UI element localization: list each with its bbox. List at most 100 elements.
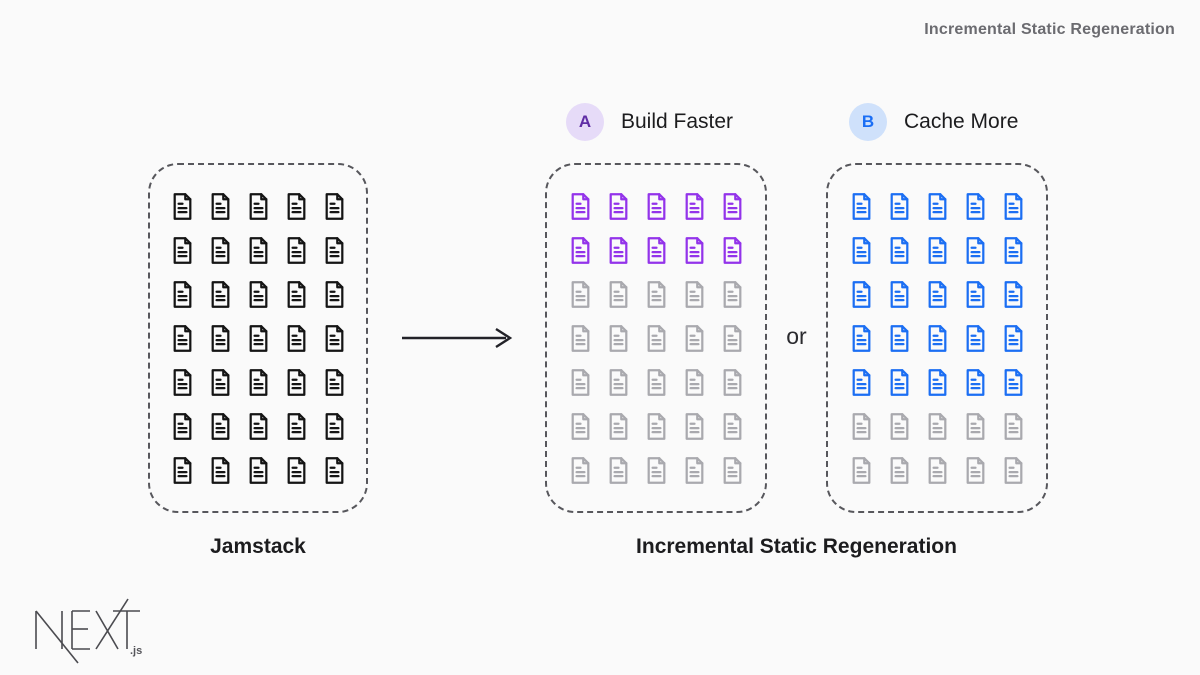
document-icon [283,280,310,309]
nextjs-logo: .js [28,586,146,666]
jamstack-box [148,163,368,513]
jamstack-document-grid [150,165,366,511]
document-icon [886,456,913,485]
document-icon [681,412,708,441]
document-icon [962,236,989,265]
document-icon [567,192,594,221]
document-icon [719,368,746,397]
document-icon [321,280,348,309]
document-icon [207,456,234,485]
document-icon [681,456,708,485]
document-icon [643,236,670,265]
document-icon [924,236,951,265]
document-icon [643,192,670,221]
document-icon [962,368,989,397]
document-icon [848,236,875,265]
document-icon [283,456,310,485]
document-icon [848,192,875,221]
document-icon [321,324,348,353]
document-icon [962,280,989,309]
document-icon [643,324,670,353]
document-icon [719,280,746,309]
document-icon [283,324,310,353]
isr-caption: Incremental Static Regeneration [636,535,957,558]
document-icon [643,280,670,309]
document-icon [962,456,989,485]
or-label: or [786,323,807,349]
document-icon [1000,192,1027,221]
document-icon [169,280,196,309]
document-icon [321,236,348,265]
document-icon [848,368,875,397]
jamstack-caption: Jamstack [210,535,306,558]
document-icon [962,192,989,221]
document-icon [962,324,989,353]
document-icon [886,192,913,221]
document-icon [605,456,632,485]
document-icon [605,368,632,397]
document-icon [681,368,708,397]
document-icon [719,456,746,485]
document-icon [886,280,913,309]
document-icon [719,324,746,353]
right-arrow-icon [400,326,518,350]
document-icon [283,368,310,397]
document-icon [924,324,951,353]
document-icon [567,412,594,441]
document-icon [681,236,708,265]
document-icon [605,324,632,353]
option-b-label: Cache More [904,110,1019,133]
document-icon [245,456,272,485]
page-title: Incremental Static Regeneration [924,21,1175,38]
document-icon [207,236,234,265]
document-icon [643,412,670,441]
document-icon [1000,324,1027,353]
document-icon [924,368,951,397]
document-icon [207,324,234,353]
document-icon [1000,368,1027,397]
document-icon [886,412,913,441]
document-icon [1000,236,1027,265]
document-icon [567,324,594,353]
cache-more-document-grid [828,165,1046,511]
document-icon [924,280,951,309]
document-icon [886,368,913,397]
document-icon [643,456,670,485]
option-a-header: A Build Faster [566,103,733,141]
document-icon [169,236,196,265]
badge-a-icon: A [566,103,604,141]
option-b-header: B Cache More [849,103,1018,141]
build-faster-document-grid [547,165,765,511]
document-icon [1000,412,1027,441]
document-icon [848,280,875,309]
document-icon [605,192,632,221]
document-icon [245,280,272,309]
document-icon [283,192,310,221]
document-icon [207,368,234,397]
document-icon [924,456,951,485]
document-icon [245,236,272,265]
document-icon [283,412,310,441]
document-icon [924,412,951,441]
document-icon [719,192,746,221]
document-icon [321,456,348,485]
document-icon [207,280,234,309]
document-icon [1000,280,1027,309]
document-icon [321,412,348,441]
document-icon [605,236,632,265]
document-icon [643,368,670,397]
build-faster-box [545,163,767,513]
document-icon [681,324,708,353]
document-icon [169,324,196,353]
document-icon [924,192,951,221]
document-icon [169,456,196,485]
document-icon [283,236,310,265]
document-icon [169,368,196,397]
document-icon [321,368,348,397]
document-icon [848,324,875,353]
document-icon [719,412,746,441]
document-icon [567,368,594,397]
document-icon [681,280,708,309]
document-icon [245,324,272,353]
